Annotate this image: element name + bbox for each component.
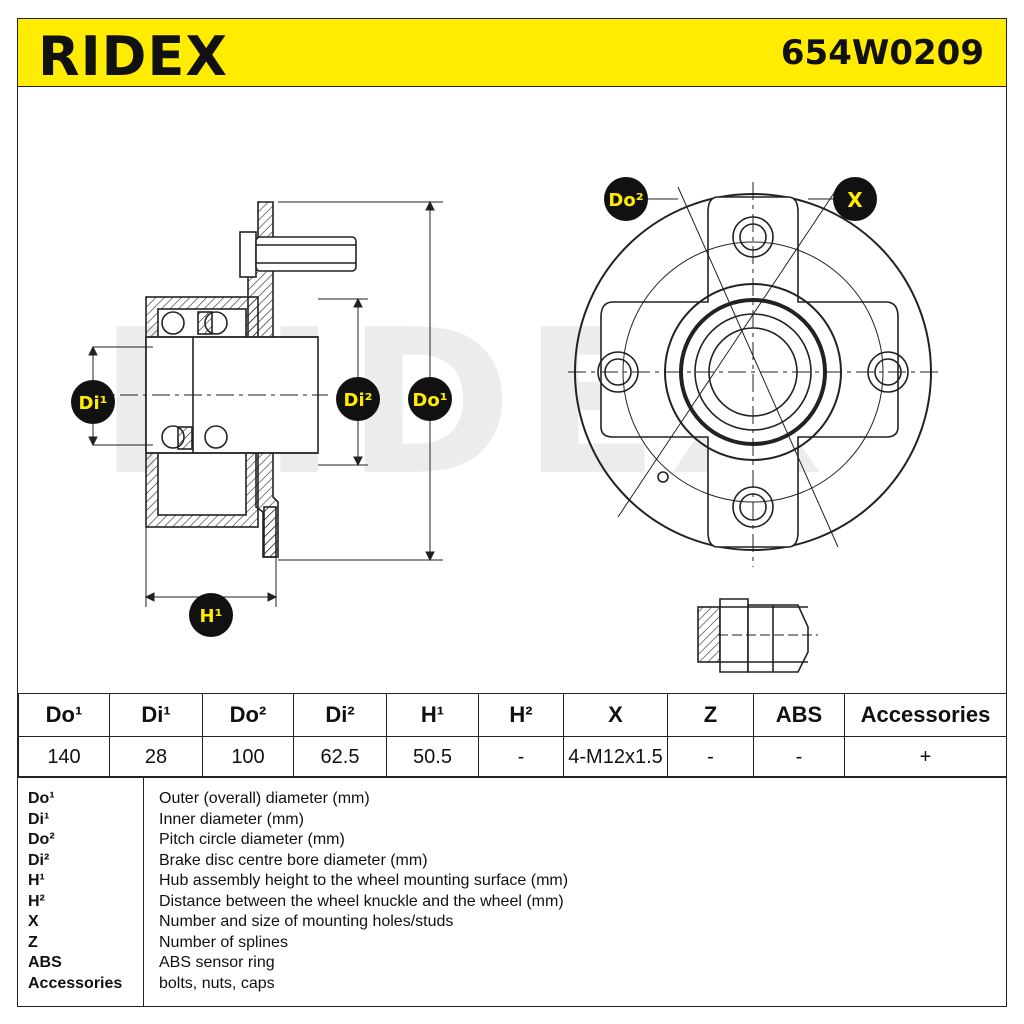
- callout-di2-label: Di²: [344, 390, 373, 411]
- callout-do2-label: Do²: [608, 190, 643, 211]
- specs-value-cell: 140: [18, 736, 110, 778]
- legend-key: X: [28, 913, 39, 930]
- product-sheet: RIDEX 654W0209 RIDEX: [17, 18, 1007, 1007]
- legend-key: Di²: [28, 851, 50, 869]
- specs-value-cell: -: [753, 736, 845, 778]
- specs-value-cell: -: [667, 736, 754, 778]
- legend-divider: [143, 777, 144, 1006]
- specs-header-cell: Di¹: [109, 693, 203, 737]
- specs-header-cell: Accessories: [844, 693, 1007, 737]
- callout-di2: Di²: [336, 377, 380, 421]
- legend-desc: Outer (overall) diameter (mm): [159, 790, 370, 807]
- wheel-nut-detail: [697, 598, 818, 673]
- legend-section: Do¹ Di¹ Do² Di² H¹ H² X Z ABS Accessorie…: [18, 776, 1006, 1006]
- callout-x-label: X: [847, 188, 863, 212]
- legend-descriptions: Outer (overall) diameter (mm) Inner diam…: [159, 789, 568, 994]
- specs-header-cell: X: [563, 693, 668, 737]
- legend-desc: Brake disc centre bore diameter (mm): [159, 851, 428, 869]
- legend-desc: Distance between the wheel knuckle and t…: [159, 892, 564, 910]
- brand-logo: RIDEX: [38, 25, 229, 88]
- legend-desc: Pitch circle diameter (mm): [159, 831, 345, 848]
- callout-di1: Di¹: [71, 380, 115, 424]
- specs-value-cell: 28: [109, 736, 203, 778]
- technical-drawing: RIDEX: [18, 87, 1006, 693]
- legend-key: Z: [28, 933, 38, 951]
- header-bar: RIDEX 654W0209: [18, 19, 1006, 88]
- specs-header-row: Do¹ Di¹ Do² Di² H¹ H² X Z ABS Accessorie…: [18, 693, 1007, 737]
- callout-h1-label: H¹: [200, 606, 223, 627]
- legend-key: H²: [28, 892, 45, 910]
- callout-do2: Do²: [604, 177, 678, 221]
- specs-value-cell: +: [844, 736, 1007, 778]
- legend-key: Do¹: [28, 790, 55, 807]
- callout-x: X: [808, 177, 877, 221]
- drawing-canvas: RIDEX: [71, 177, 938, 673]
- hub-front-view: [568, 182, 938, 567]
- legend-key: H¹: [28, 872, 45, 889]
- callout-do1: Do¹: [408, 377, 452, 421]
- legend-desc: Number and size of mounting holes/studs: [159, 913, 454, 930]
- specs-value-cell: 50.5: [386, 736, 479, 778]
- legend-desc: Number of splines: [159, 933, 288, 951]
- legend-key: ABS: [28, 954, 62, 971]
- legend-key: Do²: [28, 831, 55, 848]
- specs-value-cell: 62.5: [293, 736, 387, 778]
- specs-header-cell: Do¹: [18, 693, 110, 737]
- specs-header-cell: H²: [478, 693, 564, 737]
- legend-desc: bolts, nuts, caps: [159, 974, 275, 992]
- specs-value-row: 140 28 100 62.5 50.5 - 4-M12x1.5 - - +: [18, 736, 1007, 778]
- legend-desc: ABS sensor ring: [159, 954, 275, 971]
- specs-value-cell: 100: [202, 736, 294, 778]
- legend-key: Di¹: [28, 810, 50, 828]
- legend-key: Accessories: [28, 974, 123, 992]
- specs-value-cell: 4-M12x1.5: [563, 736, 668, 778]
- callout-do1-label: Do¹: [412, 390, 447, 411]
- specs-header-cell: H¹: [386, 693, 479, 737]
- legend-desc: Hub assembly height to the wheel mountin…: [159, 872, 569, 889]
- specs-header-cell: Z: [667, 693, 754, 737]
- hub-side-view: [88, 201, 357, 558]
- specs-header-cell: ABS: [753, 693, 845, 737]
- specs-value-cell: -: [478, 736, 564, 778]
- specs-table: Do¹ Di¹ Do² Di² H¹ H² X Z ABS Accessorie…: [18, 693, 1007, 778]
- legend-keys: Do¹ Di¹ Do² Di² H¹ H² X Z ABS Accessorie…: [28, 789, 122, 994]
- specs-header-cell: Di²: [293, 693, 387, 737]
- part-number: 654W0209: [780, 33, 984, 73]
- legend-desc: Inner diameter (mm): [159, 810, 304, 828]
- callout-h1: H¹: [189, 593, 233, 637]
- callout-di1-label: Di¹: [79, 393, 108, 414]
- specs-header-cell: Do²: [202, 693, 294, 737]
